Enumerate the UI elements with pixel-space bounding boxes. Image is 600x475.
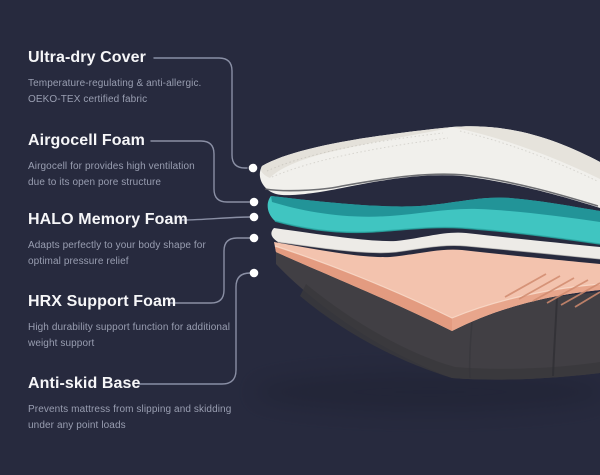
hrx-front-left-face [275,246,452,331]
halo-bottom-shade [277,241,600,260]
airgocell-top-shadow [271,196,600,222]
connector-line-ultra-dry-cover [153,57,248,169]
ultra-dry-cover-layer [259,126,600,208]
layer-description: Airgocell for provides high ventilation … [28,161,195,188]
layer-label-ultra-dry-cover: Ultra-dry Cover Temperature-regulating &… [28,48,246,108]
connector-line-halo-memory-foam [181,216,251,221]
connector-dot-ultra-dry-cover [248,163,258,173]
base-bottom-shading [300,284,600,380]
layer-title: HRX Support Foam [28,293,177,310]
layer-title: Ultra-dry Cover [28,49,146,66]
layer-description: Temperature-regulating & anti-allergic. … [28,78,202,105]
layer-title: HALO Memory Foam [28,211,188,228]
base-corner-seam [552,296,558,377]
connector-lines [138,57,251,385]
floor-shadow [255,372,600,412]
layer-title: Anti-skid Base [28,375,141,392]
hrx-surface-grooves [504,273,600,308]
connector-line-hrx-support-foam [168,237,251,304]
anti-skid-base-layer [276,250,600,380]
connector-dot-anti-skid-base [249,268,259,278]
layer-description: High durability support function for add… [28,322,231,349]
cover-knit-texture [266,130,598,182]
cover-knit-face-right [452,126,600,179]
connector-line-anti-skid-base [138,272,251,385]
layer-label-hrx-support-foam: HRX Support Foam High durability support… [28,292,246,352]
airgocell-bottom-edge [274,220,600,245]
connector-dot-hrx-support-foam [249,233,259,243]
base-seam [468,321,473,379]
layer-label-airgocell-foam: Airgocell Foam Airgocell for provides hi… [28,131,246,191]
layer-title: Airgocell Foam [28,132,145,149]
cover-seam-line [264,173,599,207]
layer-description: Prevents mattress from slipping and skid… [28,404,232,431]
cover-knit-strip-left [260,127,452,178]
layer-description: Adapts perfectly to your body shape for … [28,240,206,267]
layer-label-anti-skid-base: Anti-skid Base Prevents mattress from sl… [28,374,246,434]
connector-dot-airgocell-foam [249,197,259,207]
connector-dots [248,163,259,278]
hrx-support-foam-layer [274,242,600,331]
layer-label-halo-memory-foam: HALO Memory Foam Adapts perfectly to you… [28,210,246,270]
connector-dot-halo-memory-foam [249,212,259,222]
connector-line-airgocell-foam [150,140,250,203]
